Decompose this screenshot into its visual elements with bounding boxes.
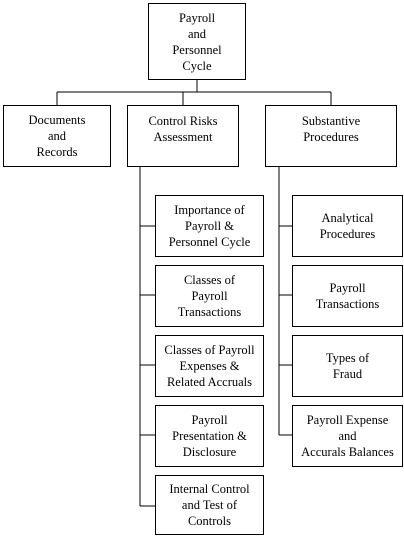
node-label-line: Expenses & — [179, 359, 240, 373]
node-types-of-fraud: Types of Fraud — [292, 335, 403, 397]
node-label-line: Types of — [325, 351, 370, 365]
root-label-line: Personnel — [172, 42, 222, 57]
root-label-line: and — [187, 26, 207, 41]
node-importance-of-payroll: Importance of Payroll & Personnel Cycle — [155, 195, 264, 257]
node-substantive-procedures: Substantive Procedures — [265, 105, 397, 167]
root-label-line: Payroll — [178, 10, 216, 25]
node-label-line: and — [338, 429, 357, 443]
node-label-line: Related Accruals — [166, 375, 253, 389]
node-label-line: Control Risks — [148, 114, 218, 128]
node-label-line: Payroll — [191, 289, 228, 303]
node-label-line: Presentation & — [172, 429, 247, 443]
node-label-line: Classes of Payroll — [164, 343, 255, 357]
node-analytical-procedures: Analytical Procedures — [292, 195, 403, 257]
node-label-line: Substantive — [301, 114, 361, 128]
node-classes-of-payroll-transactions: Classes of Payroll Transactions — [155, 265, 264, 327]
node-label-line: and — [47, 129, 67, 143]
node-label-line: Records — [36, 145, 78, 159]
node-documents-and-records: Documents and Records — [3, 105, 111, 167]
node-label-line: Controls — [187, 514, 232, 528]
root-node-payroll-personnel-cycle: Payroll and Personnel Cycle — [148, 3, 246, 80]
node-label-line: Transactions — [177, 305, 242, 319]
node-payroll-expense-accruals: Payroll Expense and Accurals Balances — [292, 405, 403, 467]
node-label-line: Accurals Balances — [301, 445, 394, 459]
node-label-line: Analytical — [321, 211, 374, 225]
node-label-line: Payroll — [329, 281, 366, 295]
node-payroll-transactions: Payroll Transactions — [292, 265, 403, 327]
node-label-line: Procedures — [319, 227, 376, 241]
node-internal-control-test: Internal Control and Test of Controls — [155, 475, 264, 535]
node-control-risks-assessment: Control Risks Assessment — [127, 105, 239, 167]
node-label-line: Payroll — [191, 413, 228, 427]
node-label-line: Internal Control — [169, 482, 250, 496]
node-label-line: Assessment — [153, 130, 213, 144]
node-label-line: Documents — [28, 113, 86, 127]
node-payroll-presentation-disclosure: Payroll Presentation & Disclosure — [155, 405, 264, 467]
node-label-line: Procedures — [303, 130, 359, 144]
node-label-line: Classes of — [183, 273, 236, 287]
node-label-line: Fraud — [332, 367, 363, 381]
node-label-line: Payroll & — [185, 219, 234, 233]
node-label-line: Personnel Cycle — [168, 235, 251, 249]
node-label-line: Transactions — [315, 297, 380, 311]
node-classes-of-payroll-expenses: Classes of Payroll Expenses & Related Ac… — [155, 335, 264, 397]
root-label-line: Cycle — [182, 58, 212, 73]
node-label-line: Payroll Expense — [306, 413, 389, 427]
node-label-line: Disclosure — [182, 445, 237, 459]
node-label-line: and Test of — [181, 498, 238, 512]
node-label-line: Importance of — [174, 203, 245, 217]
